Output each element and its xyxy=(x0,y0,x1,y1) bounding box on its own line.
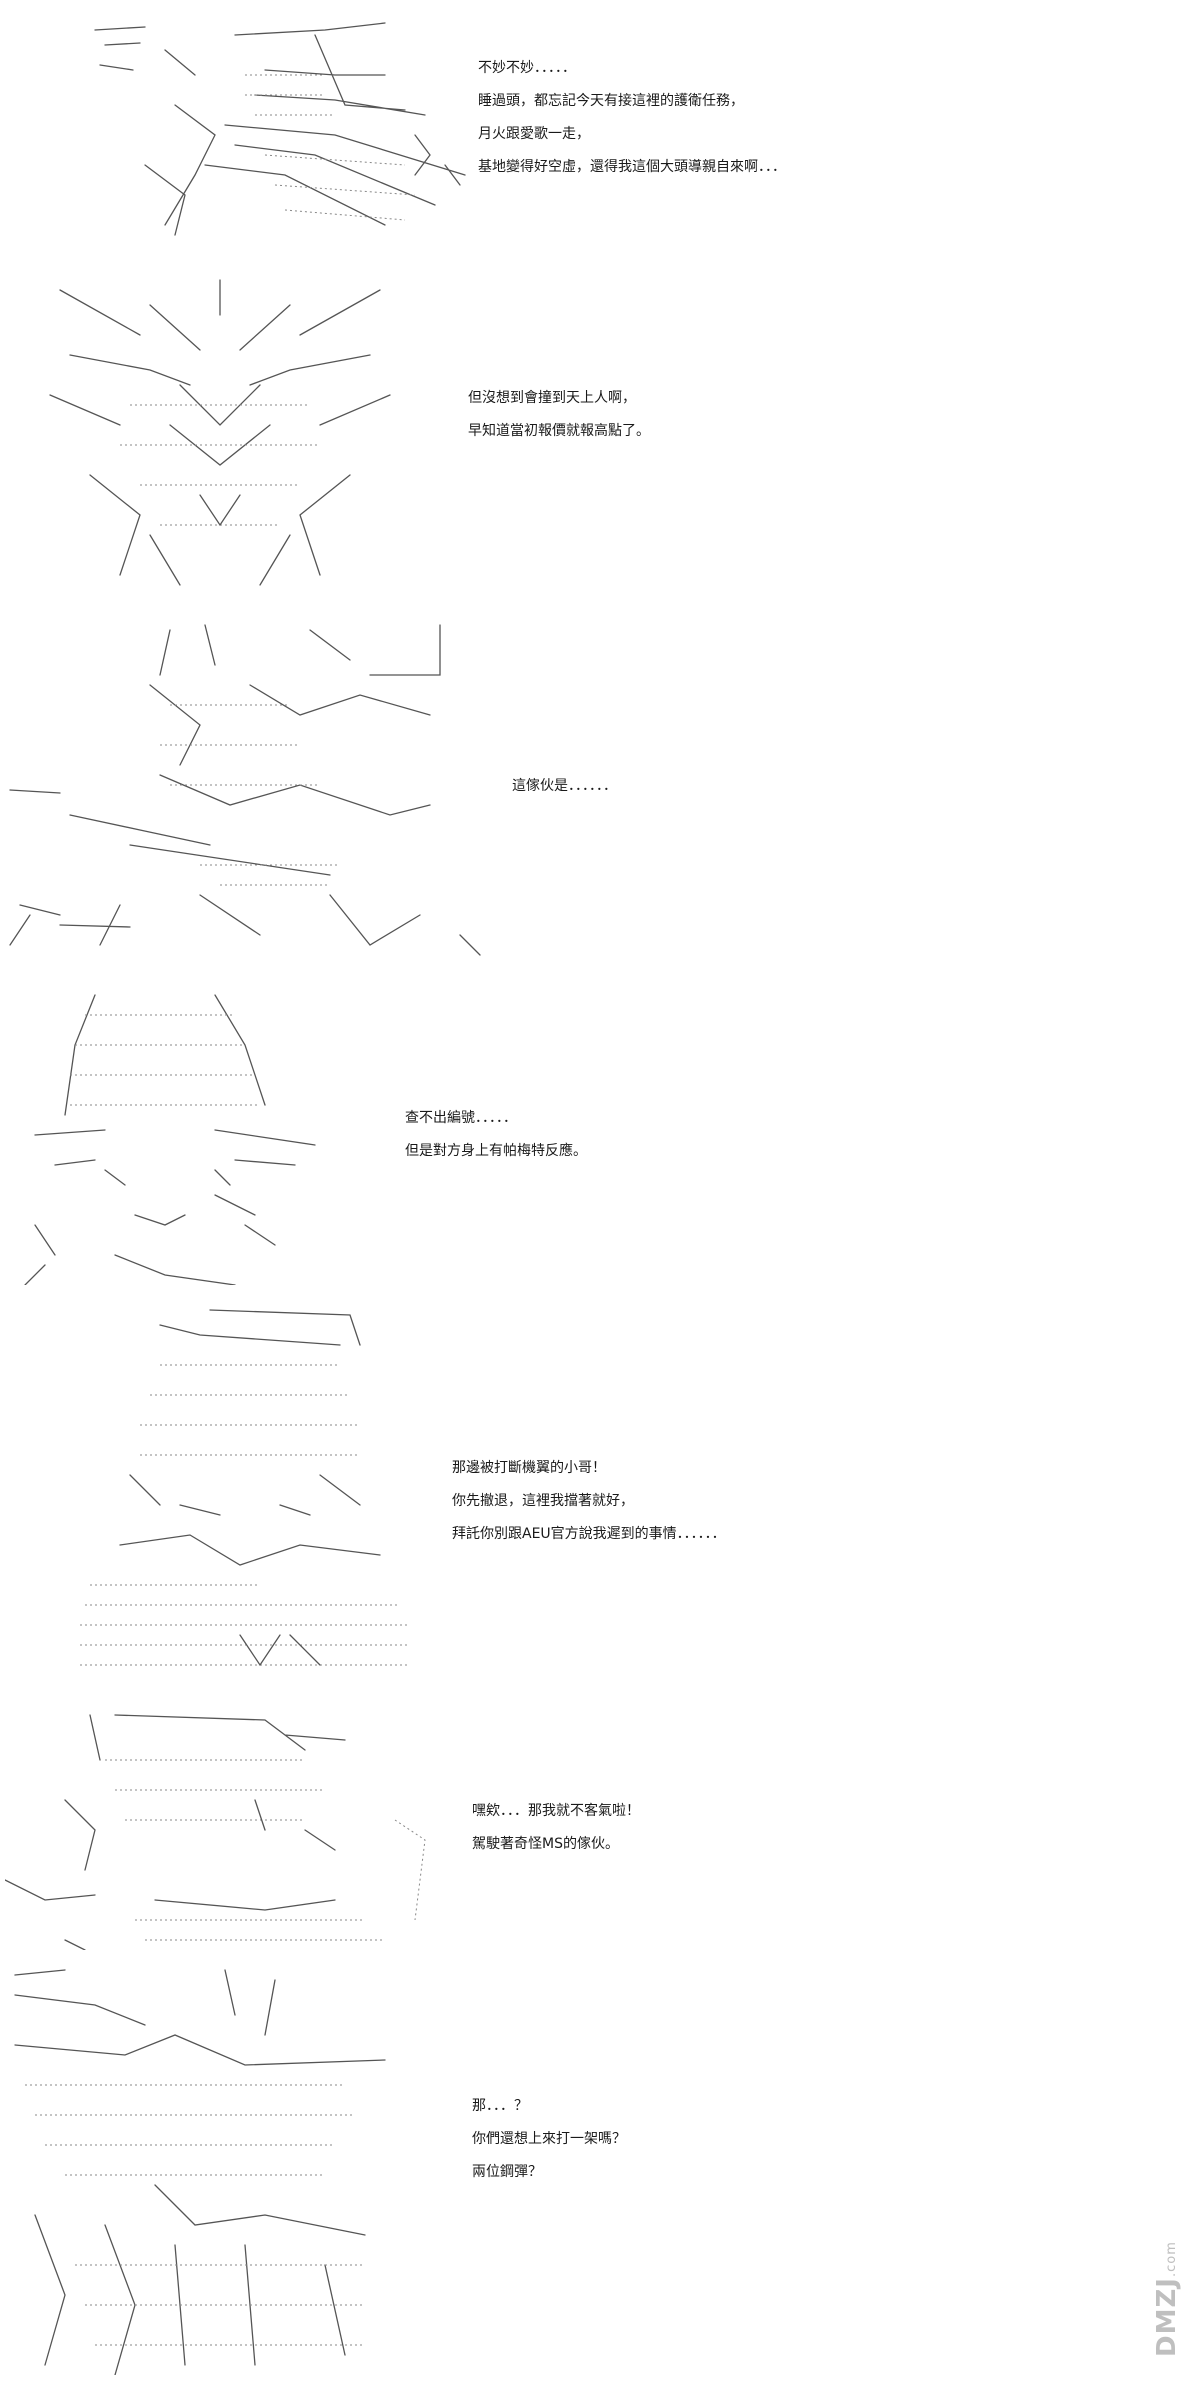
dialog-line: 嘿欸．．．那我就不客氣啦！ xyxy=(472,1803,640,1819)
ascii-art-mecha-wings xyxy=(85,15,515,245)
dialog-line: 那．．．？ xyxy=(472,2098,528,2114)
dialog-box-3: 這傢伙是．．．．．． xyxy=(512,770,617,803)
dialog-line: 基地變得好空虛，還得我這個大頭導親自來啊．．． xyxy=(478,159,786,175)
panel-3: 這傢伙是．．．．．． xyxy=(0,610,1200,970)
dialog-box-6: 嘿欸．．．那我就不客氣啦！ 駕駛著奇怪MS的傢伙。 xyxy=(472,1795,640,1861)
dialog-line: 但沒想到會撞到天上人啊， xyxy=(468,390,636,406)
dialog-line: 月火跟愛歌一走， xyxy=(478,126,590,142)
ascii-art-girl-portrait xyxy=(15,985,355,1285)
ascii-art-gundam-face xyxy=(30,275,410,595)
ascii-art-mecha-full xyxy=(5,1965,405,2375)
dialog-line: 這傢伙是．．．．．． xyxy=(512,778,617,794)
dialog-box-1: 不妙不妙．．．．． 睡過頭，都忘記今天有接這裡的護衛任務， 月火跟愛歌一走， 基… xyxy=(478,52,786,184)
dialog-line: 查不出編號．．．．． xyxy=(405,1110,517,1126)
panel-1: 不妙不妙．．．．． 睡過頭，都忘記今天有接這裡的護衛任務， 月火跟愛歌一走， 基… xyxy=(0,0,1200,260)
ascii-art-character-hat xyxy=(60,1305,430,1675)
dialog-line: 兩位鋼彈？ xyxy=(472,2164,542,2180)
dialog-line: 拜託你別跟AEU官方說我遲到的事情．．．．．． xyxy=(452,1526,726,1542)
dialog-line: 睡過頭，都忘記今天有接這裡的護衛任務， xyxy=(478,93,744,109)
dialog-line: 你們還想上來打一架嗎？ xyxy=(472,2131,626,2147)
dialog-line: 駕駛著奇怪MS的傢伙。 xyxy=(472,1836,619,1852)
dialog-line: 那邊被打斷機翼的小哥！ xyxy=(452,1460,606,1476)
dialog-box-5: 那邊被打斷機翼的小哥！ 你先撤退，這裡我擋著就好， 拜託你別跟AEU官方說我遲到… xyxy=(452,1452,726,1551)
panel-5: 那邊被打斷機翼的小哥！ 你先撤退，這裡我擋著就好， 拜託你別跟AEU官方說我遲到… xyxy=(0,1300,1200,1680)
dialog-box-4: 查不出編號．．．．． 但是對方身上有帕梅特反應。 xyxy=(405,1102,587,1168)
panel-2: 但沒想到會撞到天上人啊， 早知道當初報價就報高點了。 xyxy=(0,270,1200,600)
site-watermark: DMZJ.com xyxy=(1152,2187,1186,2357)
dialog-line: 不妙不妙．．．．． xyxy=(478,60,576,76)
watermark-suffix: .com xyxy=(1164,2241,1179,2278)
panel-6: 嘿欸．．．那我就不客氣啦！ 駕駛著奇怪MS的傢伙。 xyxy=(0,1690,1200,1950)
watermark-text: DMZJ.com xyxy=(1152,2187,1186,2357)
ascii-art-mecha-bust xyxy=(0,615,500,965)
dialog-line: 早知道當初報價就報高點了。 xyxy=(468,423,650,439)
panel-4: 查不出編號．．．．． 但是對方身上有帕梅特反應。 xyxy=(0,980,1200,1290)
ascii-art-pilot-cockpit xyxy=(5,1700,435,1950)
panel-7: 那．．．？ 你們還想上來打一架嗎？ 兩位鋼彈？ xyxy=(0,1960,1200,2381)
watermark-main: DMZJ xyxy=(1152,2277,1182,2357)
dialog-box-7: 那．．．？ 你們還想上來打一架嗎？ 兩位鋼彈？ xyxy=(472,2090,626,2189)
dialog-line: 但是對方身上有帕梅特反應。 xyxy=(405,1143,587,1159)
dialog-line: 你先撤退，這裡我擋著就好， xyxy=(452,1493,634,1509)
dialog-box-2: 但沒想到會撞到天上人啊， 早知道當初報價就報高點了。 xyxy=(468,382,650,448)
